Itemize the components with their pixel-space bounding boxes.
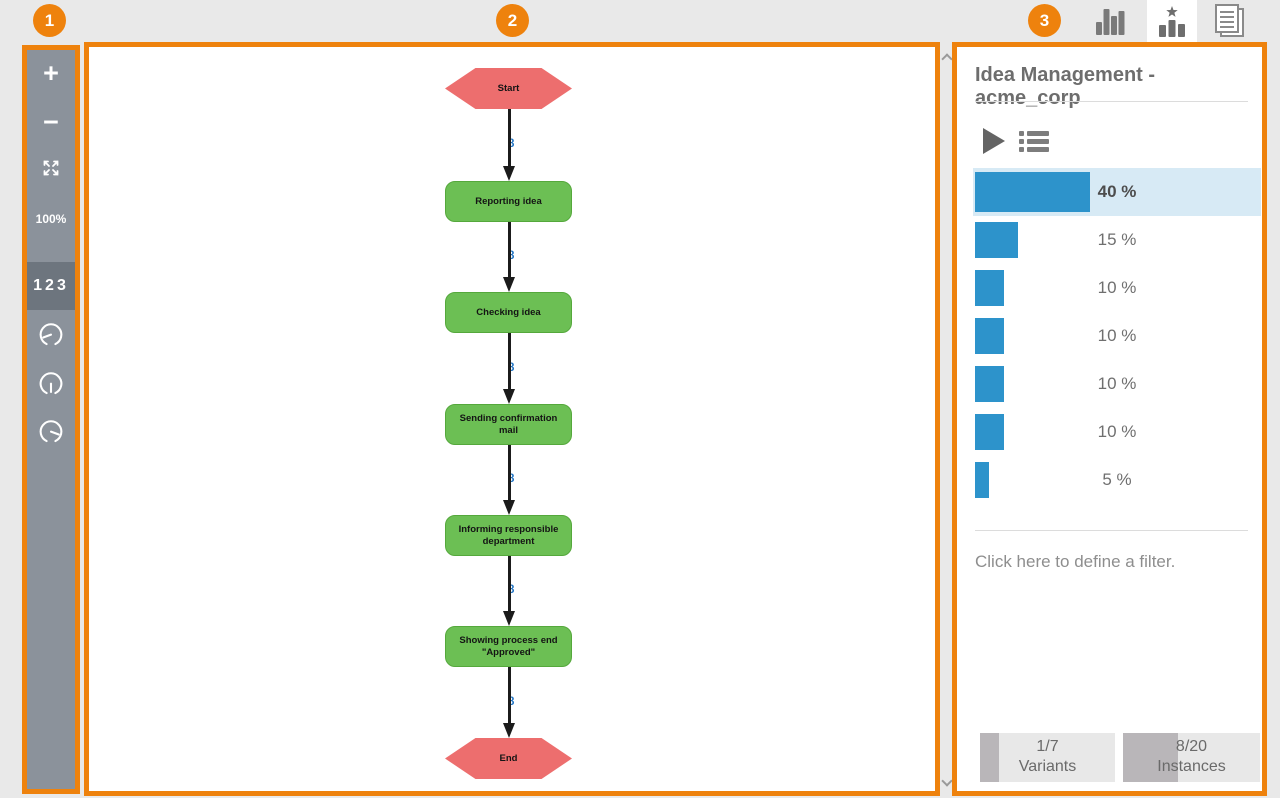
tab-variants[interactable]	[1147, 0, 1197, 42]
edge-frequency-label: 8	[508, 250, 515, 263]
variants-panel-content: Idea Management - acme_corp 40 % 15 % 10…	[957, 47, 1262, 791]
variant-percent-label: 10 %	[1097, 422, 1137, 441]
list-icon	[1019, 147, 1049, 152]
variant-bar	[975, 318, 1004, 354]
variant-row[interactable]: 10 %	[973, 408, 1261, 456]
canvas-toolbar: + − 100% 123	[22, 45, 80, 794]
flow-edge: 8	[501, 109, 517, 181]
fit-to-screen-button[interactable]	[27, 159, 75, 181]
variant-row[interactable]: 15 %	[973, 216, 1261, 264]
flow-node-activity[interactable]: Showing process end "Approved"	[445, 626, 572, 667]
flow-node-start[interactable]: Start	[445, 68, 572, 109]
arrowhead-icon	[502, 277, 515, 292]
variant-percent-label: 10 %	[1097, 374, 1137, 393]
variant-bar	[975, 222, 1018, 258]
edge-frequency-label: 8	[508, 695, 515, 708]
process-flowchart: Start 8 Reporting idea 8 Checking idea 8…	[89, 47, 935, 791]
starred-bars-icon	[1159, 6, 1185, 37]
gauge-medium-button[interactable]	[27, 371, 75, 400]
variant-bar-chart: 40 % 15 % 10 % 10 % 10 % 10 % 5 %	[973, 168, 1261, 504]
flow-node-activity[interactable]: Sending confirmation mail	[445, 404, 572, 445]
flow-node-activity[interactable]: Checking idea	[445, 292, 572, 333]
annotation-badge-2: 2	[496, 4, 529, 37]
tab-cases[interactable]	[1205, 0, 1255, 42]
flow-edge: 8	[501, 556, 517, 626]
play-button[interactable]	[983, 128, 1005, 154]
flow-edge: 8	[501, 222, 517, 292]
stat-fill	[1123, 733, 1178, 782]
stat-tile[interactable]: 8/20 Instances	[1123, 733, 1260, 782]
bar-chart-icon	[1096, 9, 1125, 35]
arrowhead-icon	[502, 389, 515, 404]
arrowhead-icon	[502, 500, 515, 515]
scroll-up-icon[interactable]	[941, 53, 953, 65]
variant-bar	[975, 270, 1004, 306]
gauge-high-button[interactable]	[27, 419, 75, 448]
panel-title: Idea Management - acme_corp	[975, 64, 1156, 109]
vertical-scrollbar[interactable]	[941, 47, 953, 793]
variant-list-button[interactable]	[1019, 131, 1049, 155]
variant-percent-label: 10 %	[1097, 326, 1137, 345]
arrowhead-icon	[502, 166, 515, 181]
documents-icon	[1215, 4, 1244, 37]
gauge-high-icon	[39, 420, 63, 443]
flow-node-activity[interactable]: Informing responsible department	[445, 515, 572, 556]
variant-row[interactable]: 10 %	[973, 264, 1261, 312]
arrowhead-icon	[502, 611, 515, 626]
expand-icon	[43, 160, 59, 176]
variant-row[interactable]: 10 %	[973, 360, 1261, 408]
list-icon	[1019, 139, 1049, 144]
flow-edge: 8	[501, 667, 517, 738]
frequency-numbers-button[interactable]: 123	[27, 262, 75, 310]
variants-label: Variants	[1018, 758, 1077, 775]
instances-label: Instances	[1157, 758, 1226, 775]
scroll-down-icon[interactable]	[941, 775, 953, 787]
variants-count: 1/7	[1036, 738, 1059, 755]
gauge-medium-icon	[39, 372, 63, 395]
edge-frequency-label: 8	[508, 138, 515, 151]
gauge-low-icon	[39, 323, 63, 346]
flow-node-end[interactable]: End	[445, 738, 572, 779]
variant-bar	[975, 366, 1004, 402]
gauge-low-button[interactable]	[27, 322, 75, 351]
edge-frequency-label: 8	[508, 584, 515, 597]
variant-row[interactable]: 40 %	[973, 168, 1261, 216]
zoom-level-button[interactable]: 100%	[35, 212, 67, 226]
variant-bar	[975, 172, 1090, 212]
list-icon	[1019, 131, 1049, 136]
edge-frequency-label: 8	[508, 473, 515, 486]
annotation-badge-3: 3	[1028, 4, 1061, 37]
define-filter-link[interactable]: Click here to define a filter.	[975, 552, 1176, 571]
variant-percent-label: 40 %	[1097, 182, 1137, 201]
arrowhead-icon	[502, 723, 515, 738]
flow-node-activity[interactable]: Reporting idea	[445, 181, 572, 222]
variant-percent-label: 15 %	[1097, 230, 1137, 249]
variant-percent-label: 5 %	[1102, 470, 1132, 489]
stat-tile[interactable]: 1/7 Variants	[980, 733, 1115, 782]
divider	[975, 530, 1248, 531]
variant-bar	[975, 414, 1004, 450]
stat-fill	[980, 733, 999, 782]
variant-row[interactable]: 5 %	[973, 456, 1261, 504]
flow-edge: 8	[501, 445, 517, 515]
variant-bar	[975, 462, 989, 498]
zoom-in-button[interactable]: +	[43, 58, 59, 88]
divider	[975, 101, 1248, 102]
instances-count: 8/20	[1175, 738, 1208, 755]
annotation-badge-1: 1	[33, 4, 66, 37]
tab-statistics[interactable]	[1088, 0, 1134, 42]
zoom-out-button[interactable]: −	[43, 107, 59, 137]
variant-row[interactable]: 10 %	[973, 312, 1261, 360]
variant-percent-label: 10 %	[1097, 278, 1137, 297]
edge-frequency-label: 8	[508, 361, 515, 374]
flow-edge: 8	[501, 333, 517, 404]
